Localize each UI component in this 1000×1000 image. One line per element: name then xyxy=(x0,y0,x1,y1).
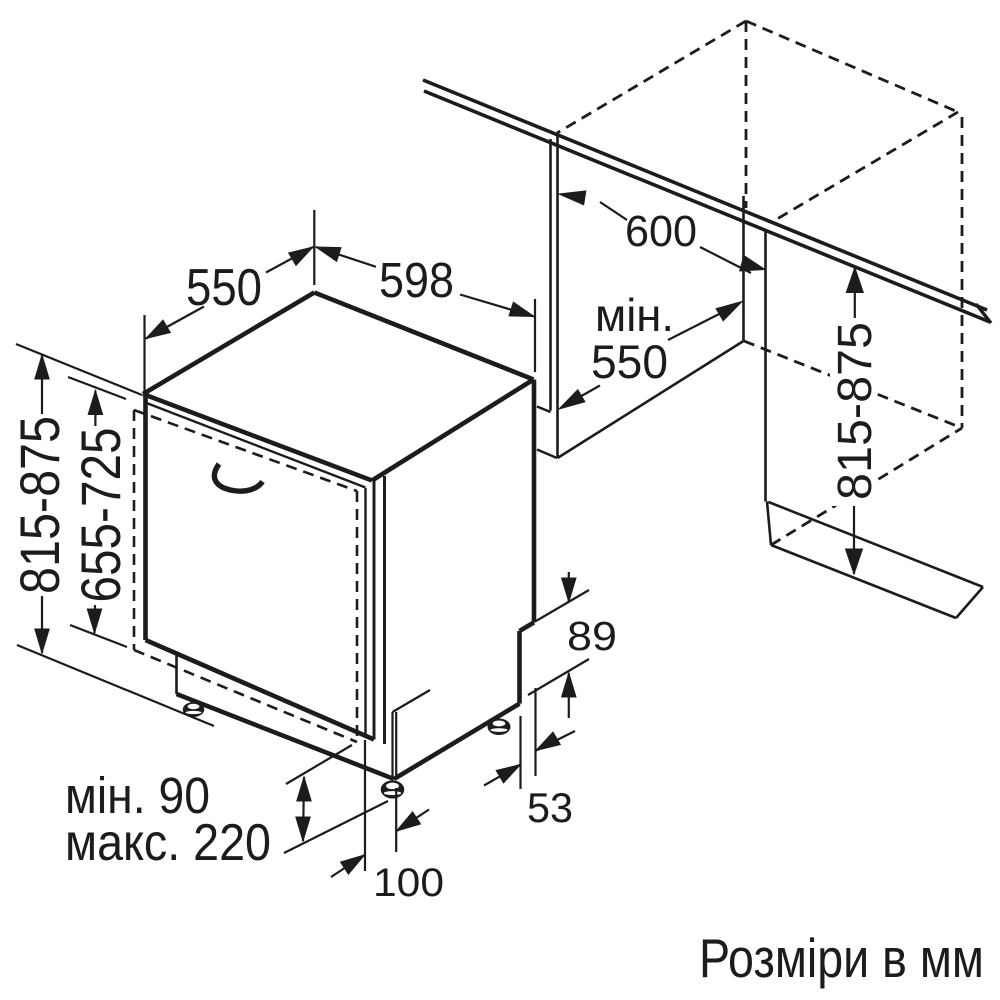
svg-text:89: 89 xyxy=(567,613,617,659)
svg-text:655-725: 655-725 xyxy=(69,428,132,603)
svg-text:815-875: 815-875 xyxy=(8,416,71,594)
svg-text:550: 550 xyxy=(591,335,668,388)
svg-text:мін.: мін. xyxy=(595,289,674,341)
svg-text:598: 598 xyxy=(379,254,454,308)
svg-text:550: 550 xyxy=(186,259,262,317)
svg-text:100: 100 xyxy=(373,861,444,905)
svg-text:815-875: 815-875 xyxy=(829,322,882,500)
svg-text:мін. 90: мін. 90 xyxy=(65,767,210,824)
svg-text:53: 53 xyxy=(527,784,573,831)
svg-text:макс. 220: макс. 220 xyxy=(65,814,271,872)
svg-text:600: 600 xyxy=(625,207,697,256)
svg-text:Розміри в мм: Розміри в мм xyxy=(699,927,984,989)
